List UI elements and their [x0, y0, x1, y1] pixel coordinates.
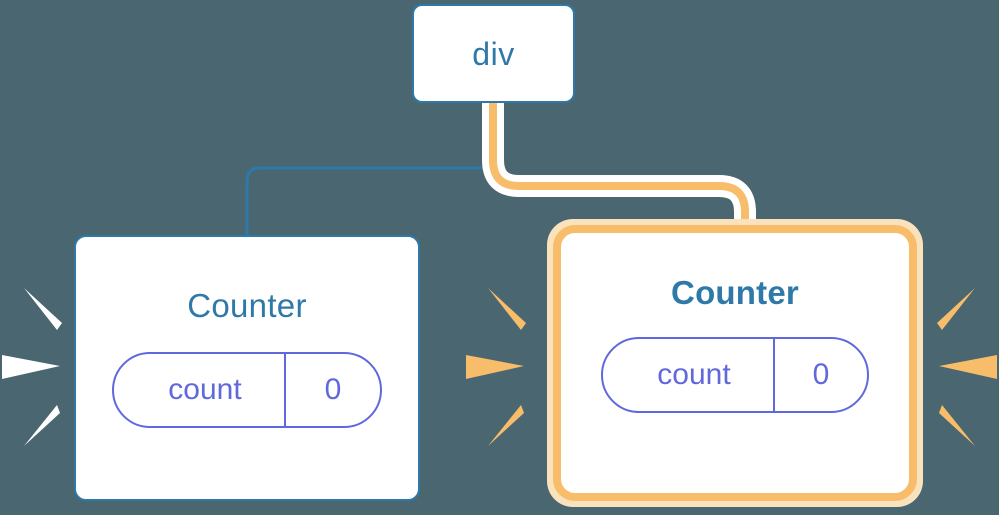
node-counter-right[interactable]: Counter count 0 [553, 225, 917, 501]
state-key-left: count [114, 354, 286, 426]
spark-ray-middle [2, 355, 60, 379]
spark-ray-lower [24, 405, 60, 446]
burst-right-of-left-counter [466, 283, 530, 453]
node-counter-left-label: Counter [187, 287, 307, 324]
node-div[interactable]: div [412, 4, 575, 103]
state-value-left: 0 [324, 373, 342, 406]
state-pill-left: count 0 [112, 352, 382, 428]
spark-ray-upper [937, 288, 975, 330]
node-counter-right-highlight-wrap: Counter count 0 [547, 219, 923, 507]
burst-right-of-right-counter [933, 283, 997, 453]
spark-ray-lower [939, 405, 975, 446]
node-div-label: div [472, 35, 515, 72]
state-pill-right: count 0 [601, 337, 869, 413]
edge-div-to-right-counter [489, 101, 749, 240]
node-counter-left[interactable]: Counter count 0 [74, 235, 420, 501]
state-key-right: count [603, 339, 775, 411]
spark-ray-upper [24, 288, 62, 330]
spark-ray-middle [466, 355, 524, 379]
burst-left-of-left-counter [2, 283, 66, 453]
spark-ray-lower [488, 405, 524, 446]
spark-ray-middle [939, 355, 997, 379]
state-value-right: 0 [812, 358, 830, 391]
spark-ray-upper [488, 288, 526, 330]
node-counter-right-label: Counter [671, 274, 799, 311]
edge-div-to-left-counter [245, 99, 493, 238]
